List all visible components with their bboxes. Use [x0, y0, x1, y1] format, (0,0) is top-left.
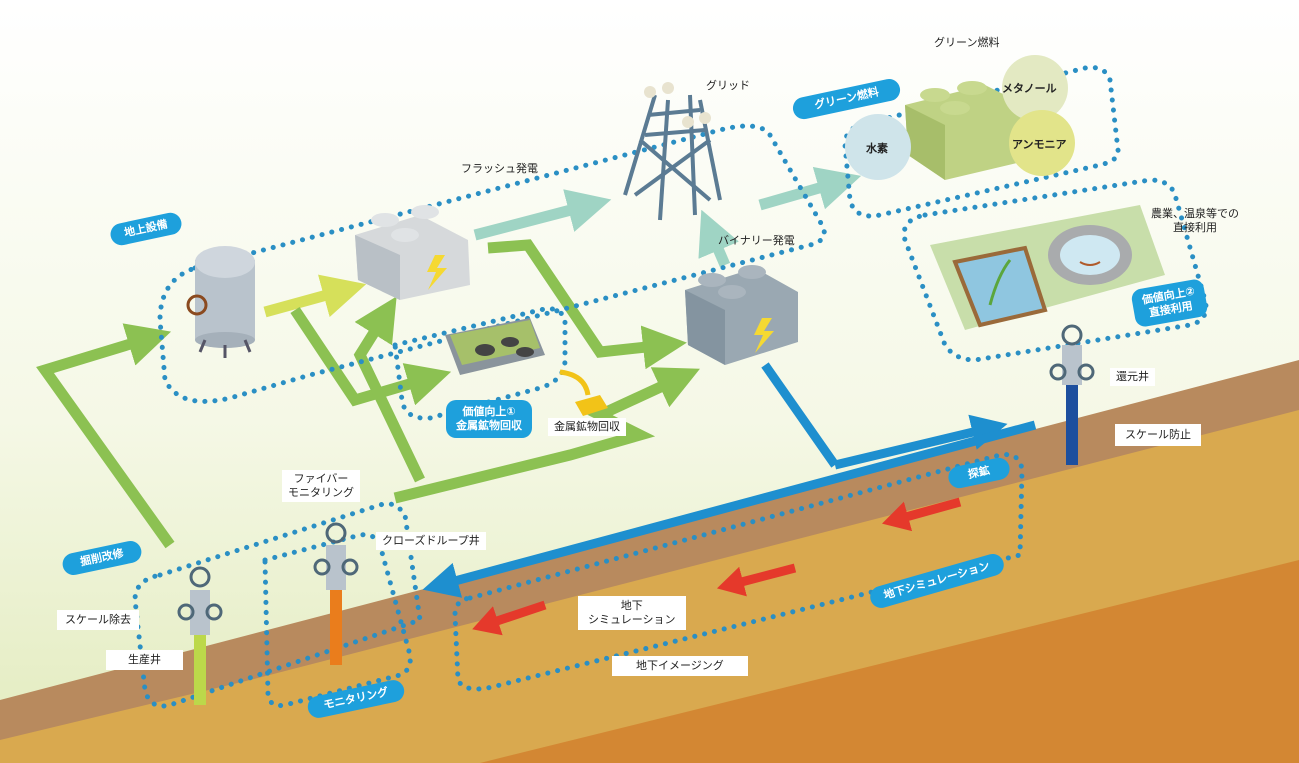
lightning-icon: [754, 318, 774, 353]
label-closed-loop-well: クローズドループ井: [376, 532, 486, 550]
binary-power-plant-icon: [685, 265, 798, 365]
label-direct-use-line1: 農業、温泉等での: [1151, 207, 1239, 220]
direct-use-panel-icon: [930, 205, 1165, 330]
hydrogen-bubble: [845, 114, 911, 180]
green-flow-arrows: [36, 166, 862, 549]
underground-flow-arrows: [472, 497, 962, 636]
label-flash-power: フラッシュ発電: [461, 162, 538, 175]
label-direct-use-line2: 直接利用: [1173, 221, 1217, 234]
outline-drilling-repair: [132, 501, 423, 709]
methanol-bubble: [1002, 55, 1068, 121]
red-arrow-1: [881, 497, 962, 532]
label-binary-power: バイナリー発電: [718, 234, 795, 247]
label-production-well: 生産井: [106, 650, 183, 670]
flow-arrow-to-metal-recovery: [290, 306, 452, 407]
ammonia-bubble: [1009, 110, 1075, 176]
flow-arrow-steam-to-flash: [263, 274, 367, 318]
label-green-fuel-top: グリーン燃料: [934, 36, 1000, 49]
label-underground-imaging: 地下イメージング: [612, 656, 748, 676]
label-underground-sim-line1: 地下: [620, 599, 643, 612]
flow-line-binary-down: [761, 362, 839, 468]
blue-flow-arrows: [422, 362, 1037, 598]
label-fiber-monitoring-line1: ファイバー: [293, 472, 349, 485]
outline-underground-simulation: [452, 452, 1025, 692]
label-metal-recovery: 金属鉱物回収: [548, 418, 626, 436]
hydrogen-label: 水素: [866, 142, 888, 155]
flow-arrow-to-reinjection: [833, 414, 1008, 470]
label-scale-prevention: スケール防止: [1115, 424, 1201, 446]
reinjection-well-icon: [1049, 324, 1095, 465]
label-fiber-monitoring: ファイバー モニタリング: [282, 470, 360, 502]
flow-arrow-to-flash-plant: [353, 296, 425, 483]
flow-arrow-to-green-fuel: [758, 166, 862, 211]
outline-green-fuel: [842, 65, 1121, 219]
label-scale-removal: スケール除去: [57, 610, 139, 630]
separator-tank-icon: [186, 246, 255, 358]
dotted-group-outlines: [132, 65, 1209, 709]
pill-value-up-1-line1: 価値向上①: [462, 405, 516, 418]
flow-arrow-return-to-closed-loop: [422, 420, 1037, 598]
label-reinjection-well: 還元井: [1110, 368, 1155, 386]
outline-monitoring: [262, 532, 413, 708]
gold-bar-icon: [575, 395, 608, 416]
metal-recovery-tray-icon: [445, 318, 608, 416]
label-direct-use-description: 農業、温泉等での 直接利用: [1145, 205, 1245, 237]
pill-value-up-1-line2: 金属鉱物回収: [456, 419, 522, 432]
flow-arrow-to-binary-plant-lower: [393, 367, 700, 504]
label-underground-sim-line2: シミュレーション: [588, 613, 676, 626]
green-fuel-factory-icon: [905, 81, 1035, 180]
hot-spring-icon: [1079, 261, 1101, 266]
flow-arrow-binary-to-grid: [698, 209, 739, 268]
production-well-icon: [177, 566, 223, 705]
closed-loop-well-icon: [313, 522, 359, 665]
flow-arrow-flash-to-binary: [487, 239, 687, 370]
flow-arrow-production-to-separator: [36, 323, 175, 549]
methanol-label: メタノール: [1002, 82, 1057, 95]
flash-power-plant-icon: [355, 205, 470, 300]
flow-arrow-flash-to-grid: [473, 189, 612, 241]
soil-layer-deep: [480, 560, 1299, 763]
outline-metal-recovery: [392, 306, 568, 421]
label-underground-simulation: 地下 シミュレーション: [578, 596, 686, 630]
grid-tower-icon: [623, 82, 722, 221]
label-grid: グリッド: [706, 79, 750, 92]
red-arrow-2: [716, 563, 797, 597]
pill-value-up-metal-recovery: 価値向上① 金属鉱物回収: [446, 400, 532, 438]
lightning-icon: [427, 255, 447, 290]
label-fiber-monitoring-line2: モニタリング: [288, 486, 354, 499]
red-arrow-3: [472, 600, 547, 636]
ammonia-label: アンモニア: [1012, 138, 1067, 151]
outline-surface-facilities: [157, 123, 827, 404]
